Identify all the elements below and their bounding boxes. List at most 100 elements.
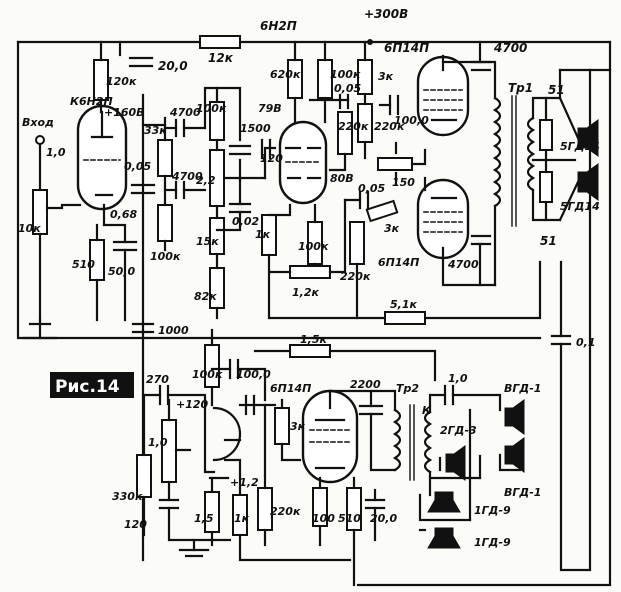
label-5-1k: 5,1к — [390, 298, 417, 311]
label-100k-plate: 100к — [330, 68, 361, 81]
label-0-05-left: 0,05 — [124, 160, 151, 173]
label-100k-tone-a: 100к — [196, 102, 227, 115]
input-label: Вход — [22, 116, 54, 129]
tone-control-block — [141, 86, 267, 320]
output-tube-top — [416, 55, 470, 137]
label-2-2: 2,2 — [196, 174, 216, 187]
label-1-5: 1,5 — [194, 512, 214, 525]
label-tr1: Тр1 — [508, 81, 533, 95]
label-vgd1-bottom: ВГД-1 — [504, 486, 541, 499]
input-section — [22, 135, 82, 340]
r-3k-b — [365, 199, 399, 223]
label-80v: 80В — [330, 172, 354, 185]
label-100-0-bottom: 100,0 — [236, 368, 271, 381]
label-2gd3: 2ГД-3 — [440, 424, 477, 437]
label-vgd1-top: ВГД-1 — [504, 382, 541, 395]
label-6p14p-top: 6П14П — [384, 41, 429, 55]
input-tube — [76, 40, 156, 322]
bottom-amplifier — [136, 328, 525, 587]
figure-label: Рис.14 — [55, 377, 120, 397]
label-plus-1-2: +1,2 — [230, 476, 259, 489]
label-51-top: 51 — [548, 83, 565, 97]
label-6n2p-phase: 6Н2П — [260, 19, 297, 33]
label-1-0-pot: 1,0 — [148, 436, 168, 449]
label-100-bottom: 100 — [312, 512, 335, 525]
label-0-02: 0,02 — [232, 215, 259, 228]
r-feedback-1-5k — [289, 344, 331, 358]
label-k6n2p: К6Н2П — [70, 95, 113, 108]
label-20-0-bottom: 20,0 — [370, 512, 397, 525]
r-220k-mid — [337, 111, 353, 155]
label-220k-top: 220к — [374, 120, 405, 133]
label-100k-bottom: 100к — [192, 368, 223, 381]
label-1-0-input: 1,0 — [46, 146, 66, 159]
label-12k: 12к — [208, 51, 234, 65]
label-1-0-bottom: 1,0 — [448, 372, 468, 385]
label-33k: 33к — [144, 124, 167, 137]
label-1gd9-b: 1ГД-9 — [474, 536, 511, 549]
output-tube-bottom — [416, 178, 470, 260]
input-terminal[interactable] — [35, 135, 45, 145]
labels: +300В Вход 12к 20,0 6Н2П 6П14П 4700 Тр1 … — [18, 7, 600, 549]
label-82k: 82к — [194, 290, 217, 303]
label-4700-top: 4700 — [493, 41, 527, 55]
label-6p14p-bottom-amp: 6П14П — [270, 382, 311, 395]
label-100k-cath: 100к — [298, 240, 329, 253]
speaker-b-icon — [577, 171, 588, 193]
label-0-68: 0,68 — [110, 208, 137, 221]
label-220k-bottom: 220к — [270, 505, 301, 518]
r-150 — [377, 157, 413, 171]
speaker-2gd3-icon — [445, 453, 455, 473]
label-1k: 1к — [255, 228, 271, 241]
r-3k-bottom — [274, 407, 290, 445]
speaker-vgd1-top-icon — [504, 407, 514, 427]
r-feedback-5-1k — [384, 311, 426, 325]
label-0-05-a: 0,05 — [334, 82, 361, 95]
label-3k-bottom: 3к — [290, 420, 306, 433]
pot-1-0 — [161, 419, 177, 483]
label-160v: +160В — [104, 106, 145, 119]
label-1gd9-a: 1ГД-9 — [474, 504, 511, 517]
label-plus-120: +120 — [176, 398, 209, 411]
label-120: 120 — [260, 152, 283, 165]
label-620k: 620к — [270, 68, 301, 81]
frame-wiring — [16, 40, 612, 587]
r-51-bottom — [539, 171, 553, 203]
label-0-1: 0,1 — [576, 336, 596, 349]
label-4700-b: 4700 — [171, 170, 203, 183]
label-330k: 330к — [112, 490, 143, 503]
label-20-0: 20,0 — [158, 59, 188, 73]
label-510-bottom: 510 — [338, 512, 361, 525]
figure-label-box — [50, 372, 134, 398]
label-100k-tone-b: 100к — [150, 250, 181, 263]
label-120-bottom: 120 — [124, 518, 147, 531]
label-150: 150 — [392, 176, 415, 189]
phase-inverter-tube — [260, 40, 399, 320]
label-220k-bot: 220к — [340, 270, 371, 283]
r-100k-a — [157, 204, 173, 242]
label-50-0: 50,0 — [108, 265, 135, 278]
label-1-5k: 1,5к — [300, 333, 327, 346]
r-220k-bot — [349, 221, 365, 265]
label-270: 270 — [146, 373, 169, 386]
label-120k: 120к — [106, 75, 137, 88]
speaker-1gd9-a-icon — [434, 491, 454, 501]
label-4700-a: 4700 — [169, 106, 201, 119]
label-51-bottom: 51 — [540, 234, 557, 248]
label-3k-b: 3к — [384, 222, 400, 235]
r-33k — [157, 139, 173, 177]
label-3k-top: 3к — [378, 70, 394, 83]
label-5gd14-a: 5ГД14 — [560, 140, 600, 153]
label-10k: 10к — [18, 222, 41, 235]
label-510-left: 510 — [72, 258, 95, 271]
output-stage — [357, 39, 599, 572]
supply-label: +300В — [364, 7, 408, 21]
label-79v: 79В — [258, 102, 282, 115]
r-51-top — [539, 119, 553, 151]
label-1500: 1500 — [240, 122, 271, 135]
speaker-vgd1-bottom-icon — [504, 445, 514, 465]
label-4700-bottom: 4700 — [447, 258, 479, 271]
label-100-0: 100,0 — [394, 114, 429, 127]
